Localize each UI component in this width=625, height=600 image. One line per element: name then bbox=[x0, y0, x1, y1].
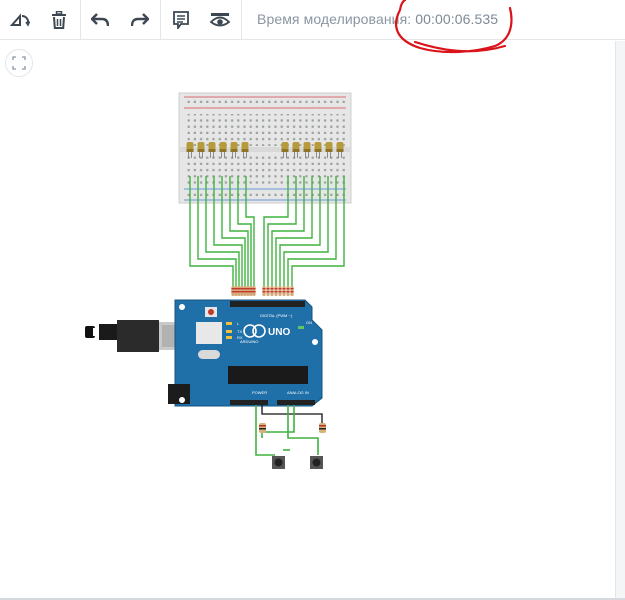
resistor bbox=[252, 286, 256, 296]
wire bbox=[267, 176, 297, 296]
tx-label: TX bbox=[237, 329, 242, 334]
on-label: ON bbox=[306, 320, 312, 325]
resistor bbox=[266, 286, 270, 296]
arduino-logo-icon bbox=[243, 324, 257, 338]
led-array bbox=[186, 142, 344, 158]
resistor bbox=[249, 286, 253, 296]
resistor bbox=[234, 286, 238, 296]
wire bbox=[221, 176, 246, 296]
wire bbox=[283, 176, 329, 296]
board-subtitle: ARDUINO bbox=[240, 339, 258, 344]
wire bbox=[263, 176, 289, 296]
simulation-time-label: Время моделирования: bbox=[257, 11, 412, 27]
wire bbox=[213, 176, 243, 296]
annotation-circle bbox=[395, 0, 513, 54]
wire bbox=[291, 176, 345, 296]
resistor bbox=[282, 286, 286, 296]
analog-label: ANALOG IN bbox=[287, 390, 309, 395]
led bbox=[186, 142, 194, 158]
digital-label: DIGITAL (PWM ~) bbox=[260, 313, 293, 318]
resistor-array bbox=[231, 286, 294, 296]
resistor bbox=[231, 286, 235, 296]
pulldown-resistor-2 bbox=[319, 423, 326, 433]
breadboard[interactable] bbox=[178, 92, 352, 204]
board-brand: UNO bbox=[268, 327, 290, 338]
resistor bbox=[243, 286, 247, 296]
bottom-edge bbox=[0, 598, 625, 600]
power-label: POWER bbox=[252, 390, 267, 395]
resistor bbox=[237, 286, 241, 296]
wire bbox=[197, 176, 237, 296]
fit-view-icon bbox=[12, 56, 26, 70]
simulation-time-value: 00:00:06.535 bbox=[415, 11, 499, 27]
rx-label: RX bbox=[237, 335, 243, 340]
wires bbox=[189, 176, 345, 296]
button-circuit bbox=[255, 405, 323, 456]
led bbox=[219, 142, 227, 158]
led bbox=[197, 142, 205, 158]
undo-button[interactable] bbox=[86, 6, 114, 34]
toolbar: Время моделирования: 00:00:06.535 bbox=[0, 0, 625, 40]
wire bbox=[275, 176, 313, 296]
resistor bbox=[246, 286, 250, 296]
resistor bbox=[270, 286, 274, 296]
led bbox=[208, 142, 216, 158]
wire bbox=[205, 176, 240, 296]
push-button-2[interactable] bbox=[310, 456, 323, 469]
resistor bbox=[240, 286, 244, 296]
delete-icon bbox=[52, 11, 66, 29]
led bbox=[325, 142, 333, 158]
undo-icon bbox=[91, 13, 109, 27]
vertical-scrollbar[interactable] bbox=[615, 41, 625, 600]
wire bbox=[189, 176, 234, 296]
visibility-icon bbox=[210, 13, 230, 27]
wire bbox=[245, 176, 255, 296]
led bbox=[303, 142, 311, 158]
resistor bbox=[286, 286, 290, 296]
notes-button[interactable] bbox=[167, 6, 195, 34]
fit-view-button[interactable] bbox=[5, 49, 33, 77]
resistor bbox=[274, 286, 278, 296]
wire bbox=[271, 176, 305, 296]
resistor bbox=[278, 286, 282, 296]
wire bbox=[237, 176, 252, 296]
wire bbox=[279, 176, 321, 296]
resistor bbox=[290, 286, 294, 296]
resistor bbox=[262, 286, 266, 296]
visibility-button[interactable] bbox=[206, 6, 234, 34]
redo-icon bbox=[131, 13, 149, 27]
simulation-time: Время моделирования: 00:00:06.535 bbox=[257, 11, 498, 27]
delete-button[interactable] bbox=[45, 6, 73, 34]
wire bbox=[229, 176, 249, 296]
led bbox=[230, 142, 238, 158]
redo-button[interactable] bbox=[126, 6, 154, 34]
led bbox=[336, 142, 344, 158]
led bbox=[241, 142, 249, 158]
notes-icon bbox=[173, 11, 189, 29]
arduino-board[interactable]: L TX RX ON UNO ARDUINO DIGITAL (PWM ~) P… bbox=[168, 299, 323, 407]
rotate-icon bbox=[10, 13, 30, 27]
led bbox=[314, 142, 322, 158]
l-label: L bbox=[237, 321, 240, 326]
rotate-button[interactable] bbox=[6, 6, 34, 34]
push-button-1[interactable] bbox=[272, 456, 285, 469]
board-leds bbox=[226, 322, 304, 339]
led bbox=[281, 142, 289, 158]
led bbox=[292, 142, 300, 158]
pulldown-resistor-1 bbox=[259, 423, 266, 433]
wire bbox=[287, 176, 337, 296]
